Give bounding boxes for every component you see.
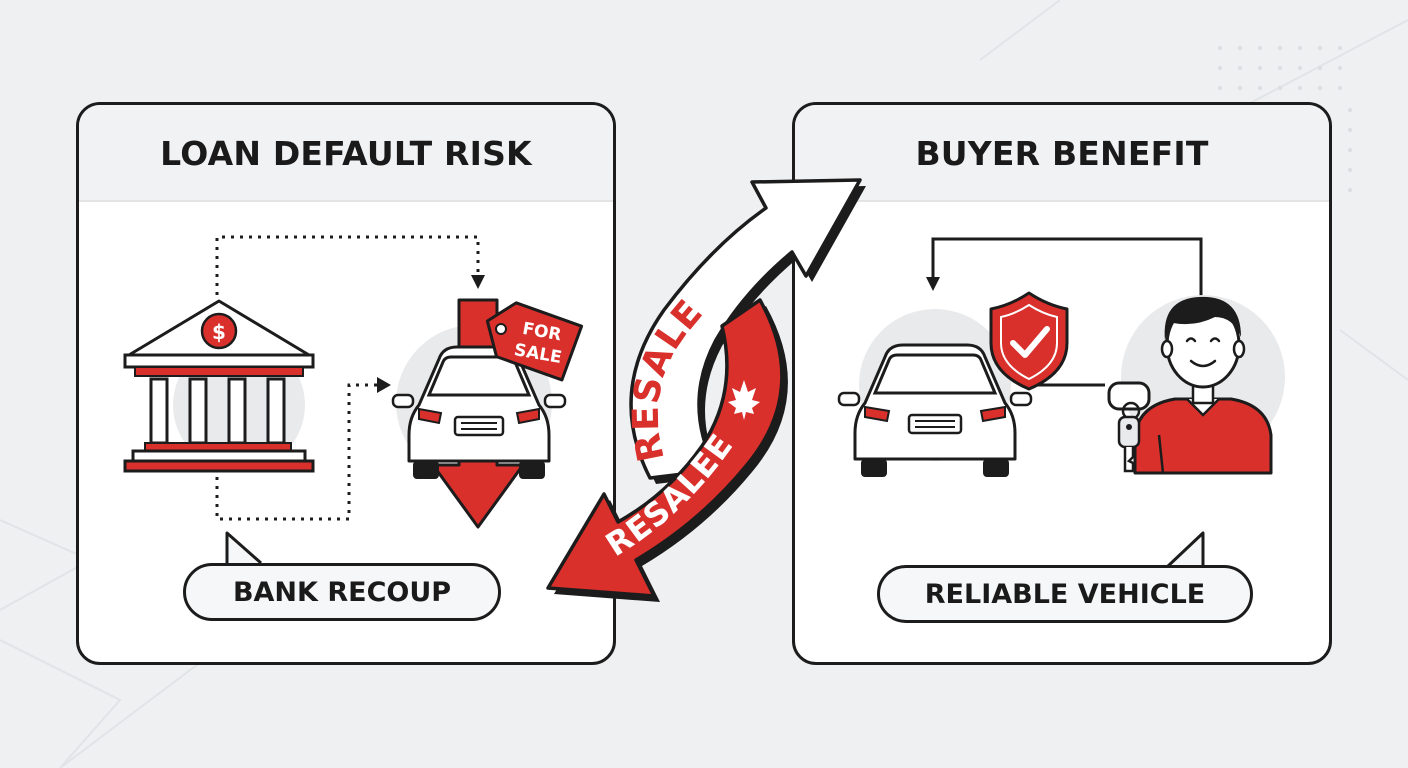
buyer-benefit-panel: BUYER BENEFIT xyxy=(792,102,1332,665)
panel-title: LOAN DEFAULT RISK xyxy=(160,133,532,173)
caption-pointer xyxy=(1165,531,1205,569)
shield-check-icon xyxy=(989,291,1069,391)
dotted-flow-arrows xyxy=(215,235,480,521)
bank-recoup-label: BANK RECOUP xyxy=(183,563,501,621)
buyer-benefit-illustration xyxy=(795,200,1329,569)
dollar-symbol: $ xyxy=(212,320,226,344)
panel-header xyxy=(79,105,613,201)
flow-arrow xyxy=(931,237,1203,301)
loan-default-illustration: $ FOR SALE xyxy=(79,200,613,565)
loan-default-risk-panel: LOAN DEFAULT RISK $ xyxy=(76,102,616,665)
panel-header xyxy=(795,105,1329,201)
car-keys-icon xyxy=(1107,381,1151,473)
panel-title: BUYER BENEFIT xyxy=(915,133,1209,173)
bank-icon: $ xyxy=(123,299,315,473)
car-icon xyxy=(837,309,1033,477)
caption-pointer xyxy=(225,531,262,565)
person-icon xyxy=(1121,295,1285,475)
reliable-vehicle-label: RELIABLE VEHICLE xyxy=(877,565,1253,623)
